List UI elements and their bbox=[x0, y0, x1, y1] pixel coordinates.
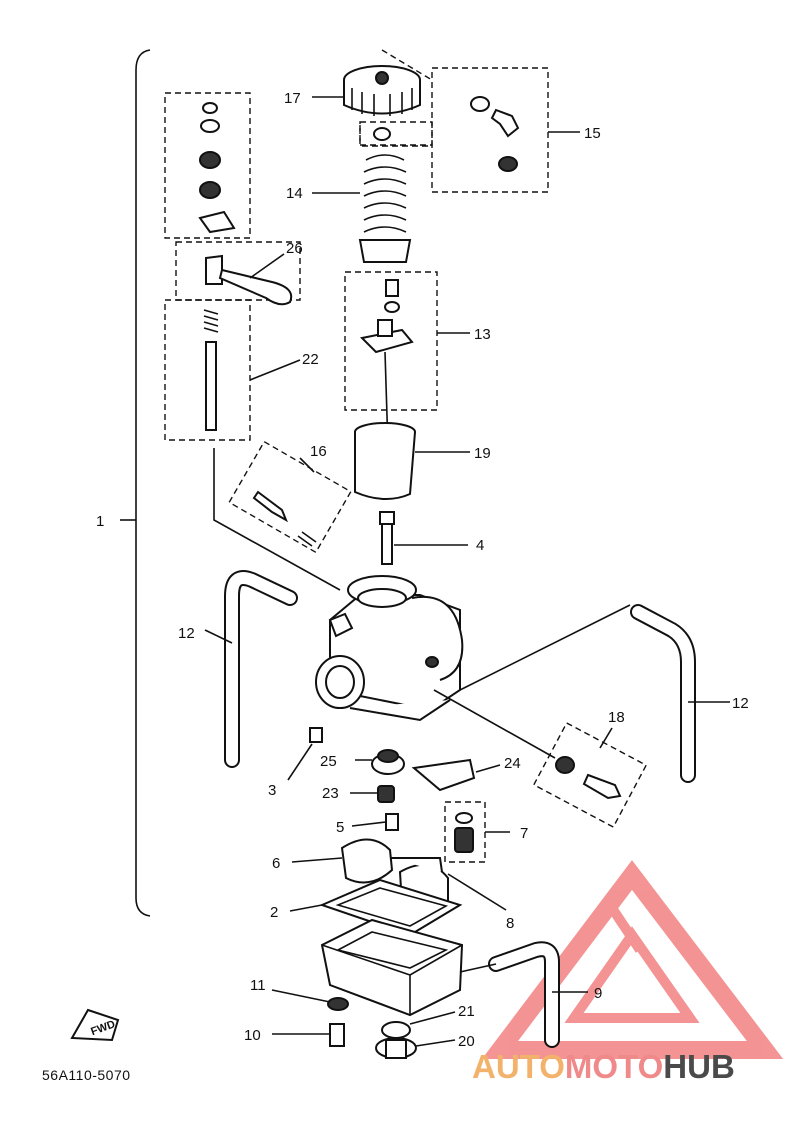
part-11-washer bbox=[327, 997, 349, 1011]
part-18-air-screw bbox=[555, 756, 622, 800]
part-26-choke-lever bbox=[205, 254, 293, 306]
part-3-screw bbox=[309, 727, 323, 743]
watermark-logo-icon bbox=[481, 860, 784, 1059]
label-9: 9 bbox=[594, 985, 602, 1002]
part-13-needle bbox=[359, 279, 414, 449]
label-26: 26 bbox=[286, 240, 303, 257]
label-4: 4 bbox=[476, 537, 484, 554]
part-21-o-ring bbox=[381, 1021, 411, 1039]
watermark-moto: MOTO bbox=[565, 1048, 663, 1085]
part-10-drain-screw bbox=[329, 1023, 345, 1047]
label-16: 16 bbox=[310, 443, 327, 460]
label-18: 18 bbox=[608, 709, 625, 726]
watermark-auto: AUTO bbox=[472, 1048, 565, 1085]
part-22-plunger bbox=[203, 309, 219, 431]
label-8: 8 bbox=[506, 915, 514, 932]
part-12-right-hose bbox=[630, 604, 696, 783]
watermark-text: AUTOMOTOHUB bbox=[472, 1048, 735, 1085]
part-17-top-cap bbox=[343, 65, 421, 116]
label-10: 10 bbox=[244, 1027, 261, 1044]
part-23-jet bbox=[377, 785, 395, 803]
diagram-code: 56A110-5070 bbox=[42, 1067, 131, 1083]
label-5: 5 bbox=[336, 819, 344, 836]
part-16-pilot-screw bbox=[252, 490, 317, 547]
label-15: 15 bbox=[584, 125, 601, 142]
part-19-throttle-valve bbox=[354, 422, 416, 500]
part-7-float-valve bbox=[454, 812, 474, 853]
part-15-cable-adjuster bbox=[373, 96, 520, 172]
part-20-plug bbox=[375, 1037, 417, 1059]
part-5-jet bbox=[385, 813, 399, 831]
part-4-needle-jet bbox=[379, 511, 395, 565]
label-3: 3 bbox=[268, 782, 276, 799]
label-14: 14 bbox=[286, 185, 303, 202]
label-11: 11 bbox=[250, 977, 266, 994]
watermark-hub: HUB bbox=[663, 1048, 735, 1085]
label-22: 22 bbox=[302, 351, 319, 368]
label-24: 24 bbox=[504, 755, 521, 772]
label-20: 20 bbox=[458, 1033, 475, 1050]
carburetor-body bbox=[315, 575, 464, 722]
label-6: 6 bbox=[272, 855, 280, 872]
label-17: 17 bbox=[284, 90, 301, 107]
label-1: 1 bbox=[96, 513, 104, 530]
label-13: 13 bbox=[474, 326, 491, 343]
label-21: 21 bbox=[458, 1003, 475, 1020]
float-bowl bbox=[320, 918, 464, 1017]
part-24-plate bbox=[411, 758, 476, 792]
label-2: 2 bbox=[270, 904, 278, 921]
part-12-left-hose bbox=[224, 570, 298, 768]
label-12b: 12 bbox=[732, 695, 749, 712]
part-9-drain-hose bbox=[488, 941, 560, 1048]
label-7: 7 bbox=[520, 825, 528, 842]
part-14-spring bbox=[358, 154, 412, 263]
assembly-bracket bbox=[135, 49, 151, 917]
fwd-arrow-icon: FWD bbox=[70, 1008, 120, 1042]
label-25: 25 bbox=[320, 753, 337, 770]
label-12a: 12 bbox=[178, 625, 195, 642]
part-22-upper-items bbox=[198, 102, 236, 234]
part-25-main-jet-holder bbox=[371, 749, 405, 775]
label-19: 19 bbox=[474, 445, 491, 462]
label-23: 23 bbox=[322, 785, 339, 802]
